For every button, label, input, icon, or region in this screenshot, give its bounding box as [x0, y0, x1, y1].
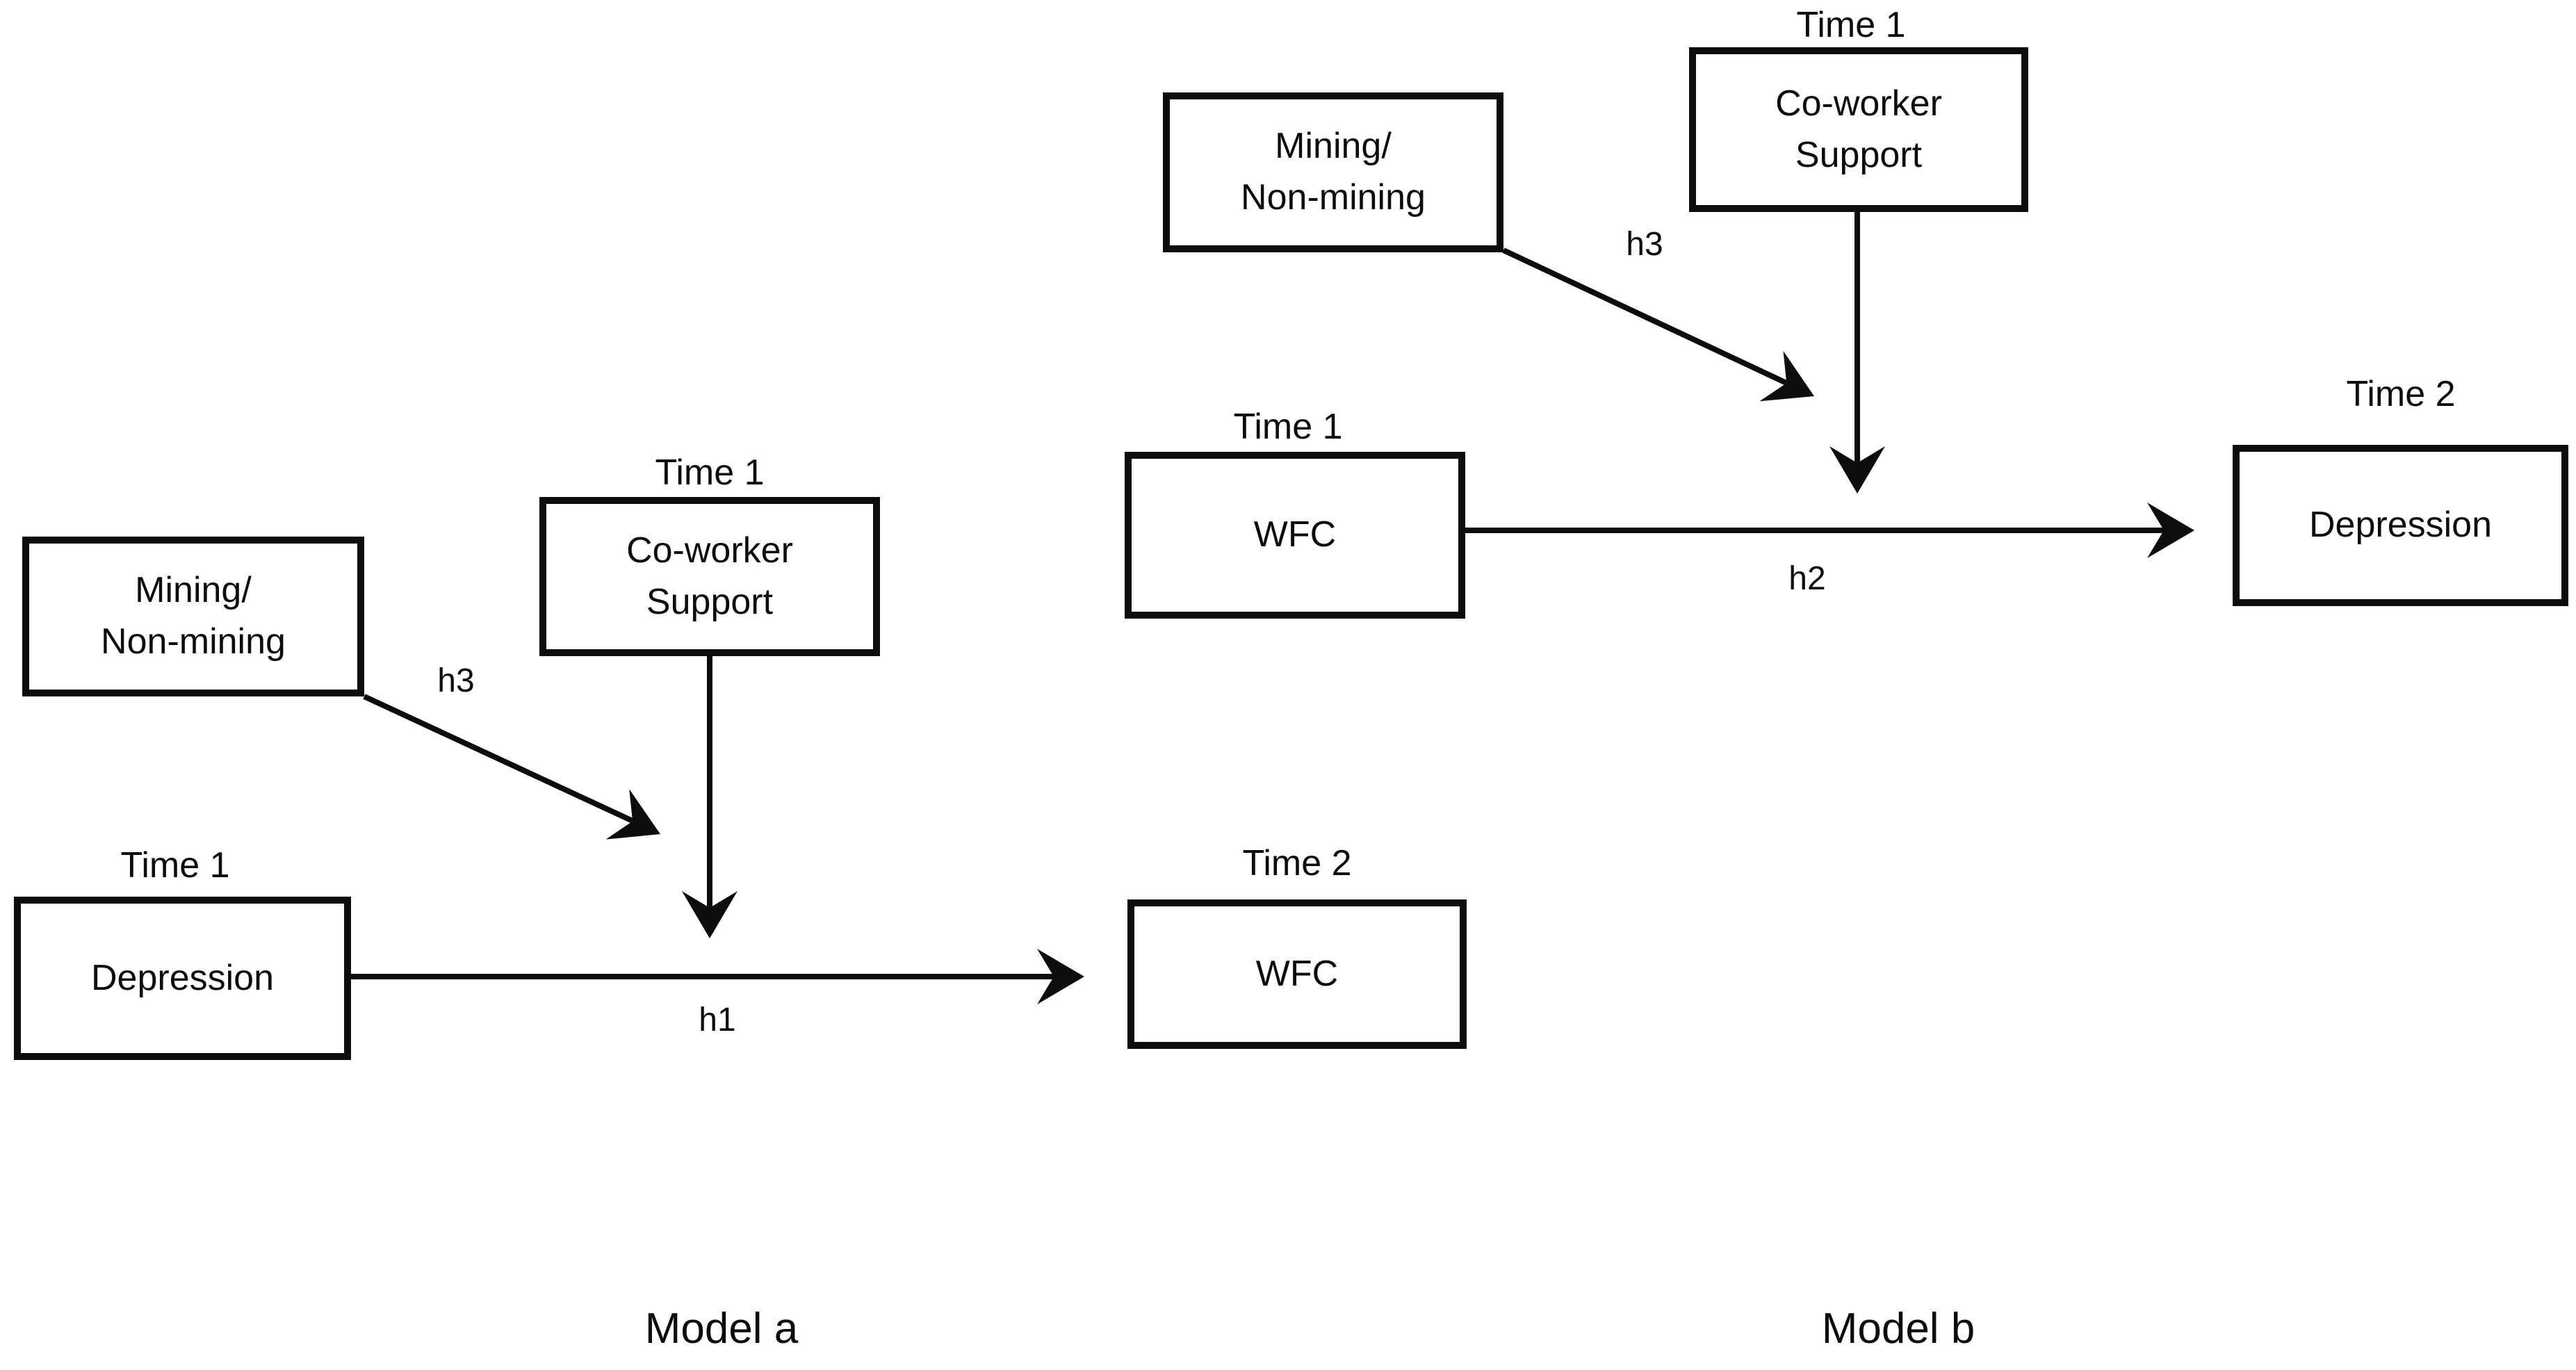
path-label-model-b-h2: h2 — [1788, 560, 1826, 597]
path-label-model-a-h3: h3 — [437, 662, 475, 699]
time-label-model-b-wfc: Time 1 — [1233, 407, 1343, 447]
arrowhead — [1759, 350, 1814, 402]
arrow-model-b-h3 — [1502, 247, 1814, 402]
node-model-b-coworker-support: Co-worker Support — [1689, 47, 2028, 212]
time-label-model-b-coworker: Time 1 — [1796, 5, 1906, 45]
time-label-model-a-wfc: Time 2 — [1242, 843, 1352, 883]
node-model-a-wfc: WFC — [1127, 899, 1467, 1049]
arrow-model-a-h3 — [363, 694, 660, 840]
node-model-a-mining: Mining/ Non-mining — [22, 537, 364, 696]
arrow-model-a-support — [682, 656, 737, 938]
caption-model-b: Model b — [1821, 1305, 1975, 1353]
arrowhead — [1829, 446, 1885, 494]
node-model-b-mining: Mining/ Non-mining — [1163, 92, 1503, 252]
time-label-model-a-coworker: Time 1 — [655, 452, 765, 493]
node-model-a-depression: Depression — [14, 897, 351, 1060]
caption-model-a: Model a — [644, 1305, 799, 1353]
node-label: Mining/ Non-mining — [1241, 126, 1426, 218]
node-label: Co-worker Support — [626, 530, 793, 622]
node-label: Depression — [2308, 505, 2493, 546]
arrow-model-a-h1 — [351, 949, 1084, 1004]
node-label: Depression — [90, 957, 275, 998]
arrowhead — [682, 891, 737, 938]
node-model-a-coworker-support: Co-worker Support — [539, 497, 880, 656]
node-label: WFC — [1255, 953, 1339, 994]
node-label: Co-worker Support — [1775, 83, 1942, 175]
arrow-model-b-h2 — [1465, 503, 2194, 558]
time-label-model-b-depression: Time 2 — [2346, 374, 2456, 414]
arrowhead — [2147, 503, 2194, 558]
path-label-model-b-h3: h3 — [1626, 226, 1663, 263]
path-label-model-a-h1: h1 — [699, 1002, 736, 1038]
arrowhead — [1037, 949, 1084, 1004]
time-label-model-a-depression: Time 1 — [120, 845, 230, 886]
node-label: Mining/ Non-mining — [101, 570, 286, 662]
node-label: WFC — [1253, 514, 1337, 555]
node-model-b-depression: Depression — [2233, 445, 2568, 606]
node-model-b-wfc: WFC — [1125, 452, 1465, 619]
arrow-model-b-support — [1829, 212, 1885, 494]
arrowhead — [605, 789, 660, 840]
